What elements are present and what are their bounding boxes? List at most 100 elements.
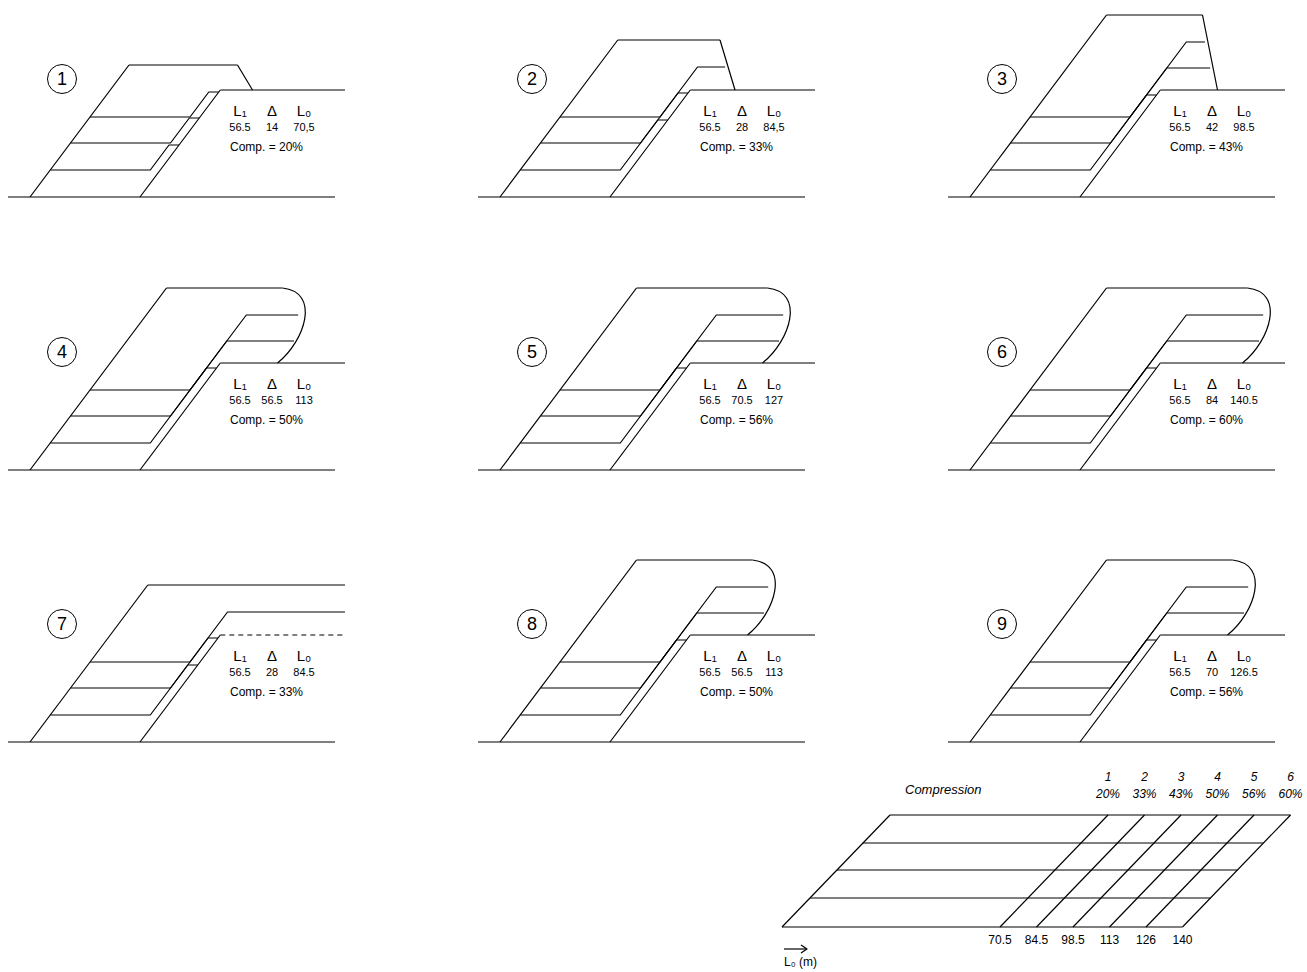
layer-line xyxy=(541,341,780,416)
layer-line xyxy=(520,120,668,170)
base-line xyxy=(8,741,335,742)
fold-front xyxy=(1203,15,1218,90)
fold-front xyxy=(763,288,791,363)
value: 56.5 xyxy=(1169,667,1190,678)
panel-ref: 5 xyxy=(1251,771,1258,783)
value: 127 xyxy=(765,395,783,406)
value: 42 xyxy=(1206,122,1218,133)
value: 56.5 xyxy=(229,395,250,406)
layer-line xyxy=(1030,42,1205,117)
compression-line xyxy=(1110,815,1218,927)
layer-line xyxy=(520,368,686,443)
fold-front xyxy=(720,40,735,90)
length-value: 98.5 xyxy=(1061,934,1084,946)
panel-ref: 4 xyxy=(1214,771,1221,783)
layer-line xyxy=(541,613,765,688)
layer-line xyxy=(520,640,686,715)
panel-number-text: 2 xyxy=(527,70,537,88)
base-line xyxy=(8,469,335,470)
layer-line xyxy=(90,315,298,390)
symbol: L₀ xyxy=(1237,648,1252,663)
compression-value: Comp. = 33% xyxy=(230,686,303,698)
base-line xyxy=(478,741,805,742)
symbol: L₁ xyxy=(233,648,246,663)
top-surface xyxy=(1107,14,1203,15)
panel-number-text: 3 xyxy=(997,70,1007,88)
value: 56.5 xyxy=(261,395,282,406)
ground-line xyxy=(220,362,345,363)
symbol: L₁ xyxy=(1173,648,1186,663)
symbol: Δ xyxy=(267,103,277,118)
panel-number-text: 8 xyxy=(527,615,537,633)
length-value: 70.5 xyxy=(988,934,1011,946)
layer-line xyxy=(1011,68,1211,143)
chart-edge xyxy=(890,814,1291,815)
panel-number: 3 xyxy=(987,64,1017,94)
layer-line xyxy=(50,665,198,715)
value: 84,5 xyxy=(763,122,784,133)
value: 56.5 xyxy=(699,122,720,133)
chart-edge xyxy=(782,815,890,927)
length-value: 84.5 xyxy=(1025,934,1048,946)
thrust-line xyxy=(30,65,129,197)
ground-line xyxy=(1160,89,1285,90)
layer-line xyxy=(71,638,219,688)
layer-line xyxy=(90,92,219,117)
panel-number-text: 1 xyxy=(57,70,67,88)
compression-value: 60% xyxy=(1278,788,1302,800)
value: 14 xyxy=(266,122,278,133)
value: 56.5 xyxy=(699,667,720,678)
panel-ref: 1 xyxy=(1105,771,1112,783)
compression-value: Comp. = 56% xyxy=(700,414,773,426)
base-line xyxy=(478,469,805,470)
layer-line xyxy=(1011,341,1260,416)
ground-line xyxy=(690,89,815,90)
axis-label: L₀ (m) xyxy=(784,956,817,968)
chart-edge xyxy=(782,926,1183,927)
layer-line xyxy=(560,315,783,390)
base-line xyxy=(948,741,1275,742)
symbol: L₁ xyxy=(703,648,716,663)
layer-line xyxy=(1030,315,1263,390)
compression-value: 20% xyxy=(1096,788,1120,800)
base-line xyxy=(8,196,335,197)
panel-number-text: 4 xyxy=(57,343,67,361)
layer-line xyxy=(71,118,200,143)
panel-number: 5 xyxy=(517,337,547,367)
compression-value: 50% xyxy=(1205,788,1229,800)
top-surface xyxy=(148,584,345,585)
panel-number: 2 xyxy=(517,64,547,94)
base-line xyxy=(948,469,1275,470)
compression-value: Comp. = 20% xyxy=(230,141,303,153)
value: 28 xyxy=(736,122,748,133)
panel-number: 7 xyxy=(47,609,77,639)
symbol: L₀ xyxy=(297,103,312,118)
symbol: L₁ xyxy=(703,376,716,391)
panel-number-text: 6 xyxy=(997,343,1007,361)
symbol: L₀ xyxy=(767,103,782,118)
value: 28 xyxy=(266,667,278,678)
layer-line xyxy=(560,67,725,117)
axis-arrow xyxy=(801,945,807,953)
fold-front xyxy=(278,288,306,363)
ground-line xyxy=(1160,362,1285,363)
layer-line xyxy=(560,587,768,662)
symbol: L₀ xyxy=(767,376,782,391)
value: 56.5 xyxy=(1169,395,1190,406)
chart-layer xyxy=(863,842,1264,843)
compression-value: Comp. = 33% xyxy=(700,141,773,153)
panel-number: 6 xyxy=(987,337,1017,367)
symbol: L₁ xyxy=(233,103,246,118)
layer-line xyxy=(990,95,1156,170)
symbol: L₀ xyxy=(1237,376,1252,391)
value: 70 xyxy=(1206,667,1218,678)
layer-line xyxy=(541,93,689,143)
axis-arrow xyxy=(784,948,806,949)
panel-ref: 6 xyxy=(1287,771,1294,783)
ground-line xyxy=(690,362,815,363)
compression-value: Comp. = 60% xyxy=(1170,414,1243,426)
fold-front xyxy=(748,560,776,635)
ground-line xyxy=(1160,634,1285,635)
top-surface xyxy=(618,39,720,40)
